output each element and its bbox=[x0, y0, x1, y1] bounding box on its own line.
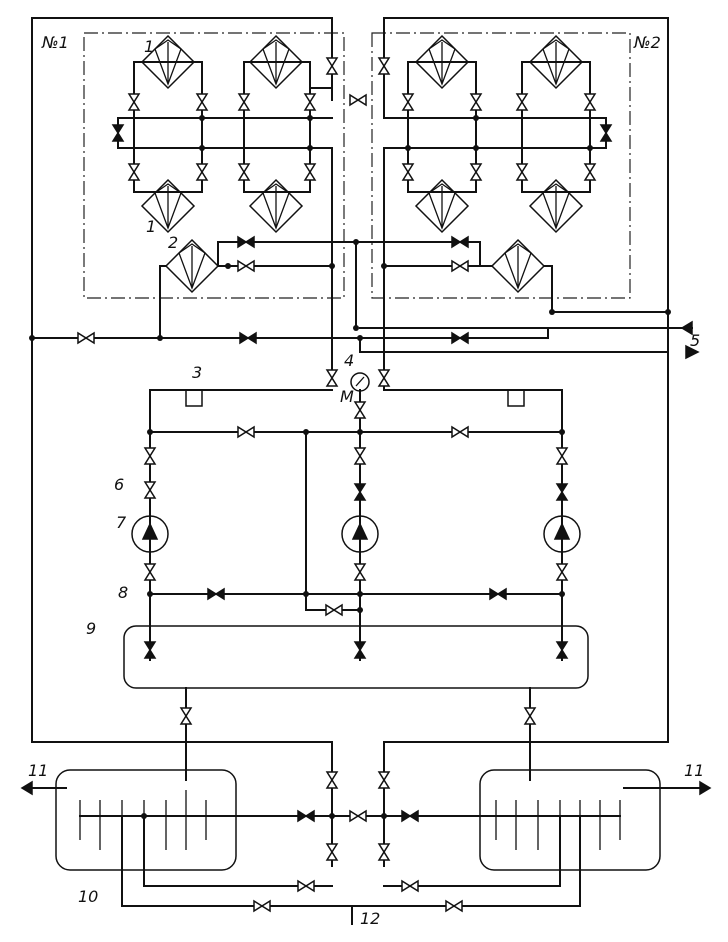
outlet-right-arrow-icon bbox=[699, 780, 712, 796]
heat-exchangers-block-2 bbox=[414, 34, 584, 234]
valves-horizontal bbox=[77, 93, 507, 913]
aux-pipes bbox=[31, 147, 693, 391]
label-pump-7: 7 bbox=[116, 513, 127, 532]
block-1-pipes bbox=[117, 61, 333, 193]
label-outlet-left: 11 bbox=[28, 761, 48, 780]
pressure-gauge-icon bbox=[350, 372, 370, 392]
manifold-left bbox=[55, 769, 237, 871]
heat-exchanger-icon bbox=[528, 34, 584, 90]
outer-pipe-left bbox=[31, 17, 333, 867]
heat-exchanger-icon bbox=[414, 34, 470, 90]
heat-exchanger-icon bbox=[414, 178, 470, 234]
block-2-frame bbox=[371, 32, 631, 299]
label-gauge-m: M bbox=[340, 387, 354, 406]
outlet-left-arrow-icon bbox=[20, 780, 33, 796]
pump-icon bbox=[543, 515, 581, 553]
label-drain-12: 12 bbox=[360, 909, 380, 928]
heat-exchanger-icon bbox=[248, 178, 304, 234]
manifold-right bbox=[479, 769, 661, 871]
pump-icon bbox=[341, 515, 379, 553]
manifold-left-pipes bbox=[31, 741, 581, 907]
block-1-frame bbox=[83, 32, 345, 299]
valves bbox=[111, 57, 613, 861]
label-manifold-10: 10 bbox=[78, 887, 98, 906]
label-block-1: №1 bbox=[41, 33, 69, 52]
label-heat-exchanger: 1 bbox=[144, 37, 154, 56]
junctions bbox=[29, 115, 671, 819]
pump-header bbox=[149, 389, 563, 661]
label-tank-9: 9 bbox=[86, 619, 96, 638]
tank-outlets bbox=[185, 687, 531, 743]
label-heat-exchanger-lower: 1 bbox=[146, 217, 156, 236]
filter-right-icon bbox=[507, 389, 525, 407]
heat-exchanger-icon bbox=[248, 34, 304, 90]
arrow-5-out-icon bbox=[685, 344, 700, 360]
pump-icon bbox=[131, 515, 169, 553]
label-filter: 3 bbox=[192, 363, 202, 382]
aux-exchanger-left-icon bbox=[164, 238, 220, 294]
label-line-5: 5 bbox=[690, 331, 700, 350]
label-valve-6: 6 bbox=[114, 475, 124, 494]
tank-9 bbox=[123, 625, 589, 689]
label-aux-exchanger: 2 bbox=[168, 233, 178, 252]
arrow-5-in-icon bbox=[680, 320, 693, 336]
label-gauge: 4 bbox=[344, 351, 354, 370]
label-outlet-right: 11 bbox=[684, 761, 704, 780]
label-pipe-8: 8 bbox=[118, 583, 128, 602]
manifold-right-pipes bbox=[383, 741, 701, 887]
label-block-2: №2 bbox=[633, 33, 661, 52]
heat-exchanger-icon bbox=[528, 178, 584, 234]
heat-exchanger-icon bbox=[140, 34, 196, 90]
outer-pipe-right bbox=[383, 17, 669, 867]
aux-exchanger-right-icon bbox=[490, 238, 546, 294]
heat-exchangers-block-1 bbox=[140, 34, 304, 234]
heat-exchanger-icon bbox=[140, 178, 196, 234]
block-2-pipes bbox=[383, 61, 607, 193]
filter-left-icon bbox=[185, 389, 203, 407]
